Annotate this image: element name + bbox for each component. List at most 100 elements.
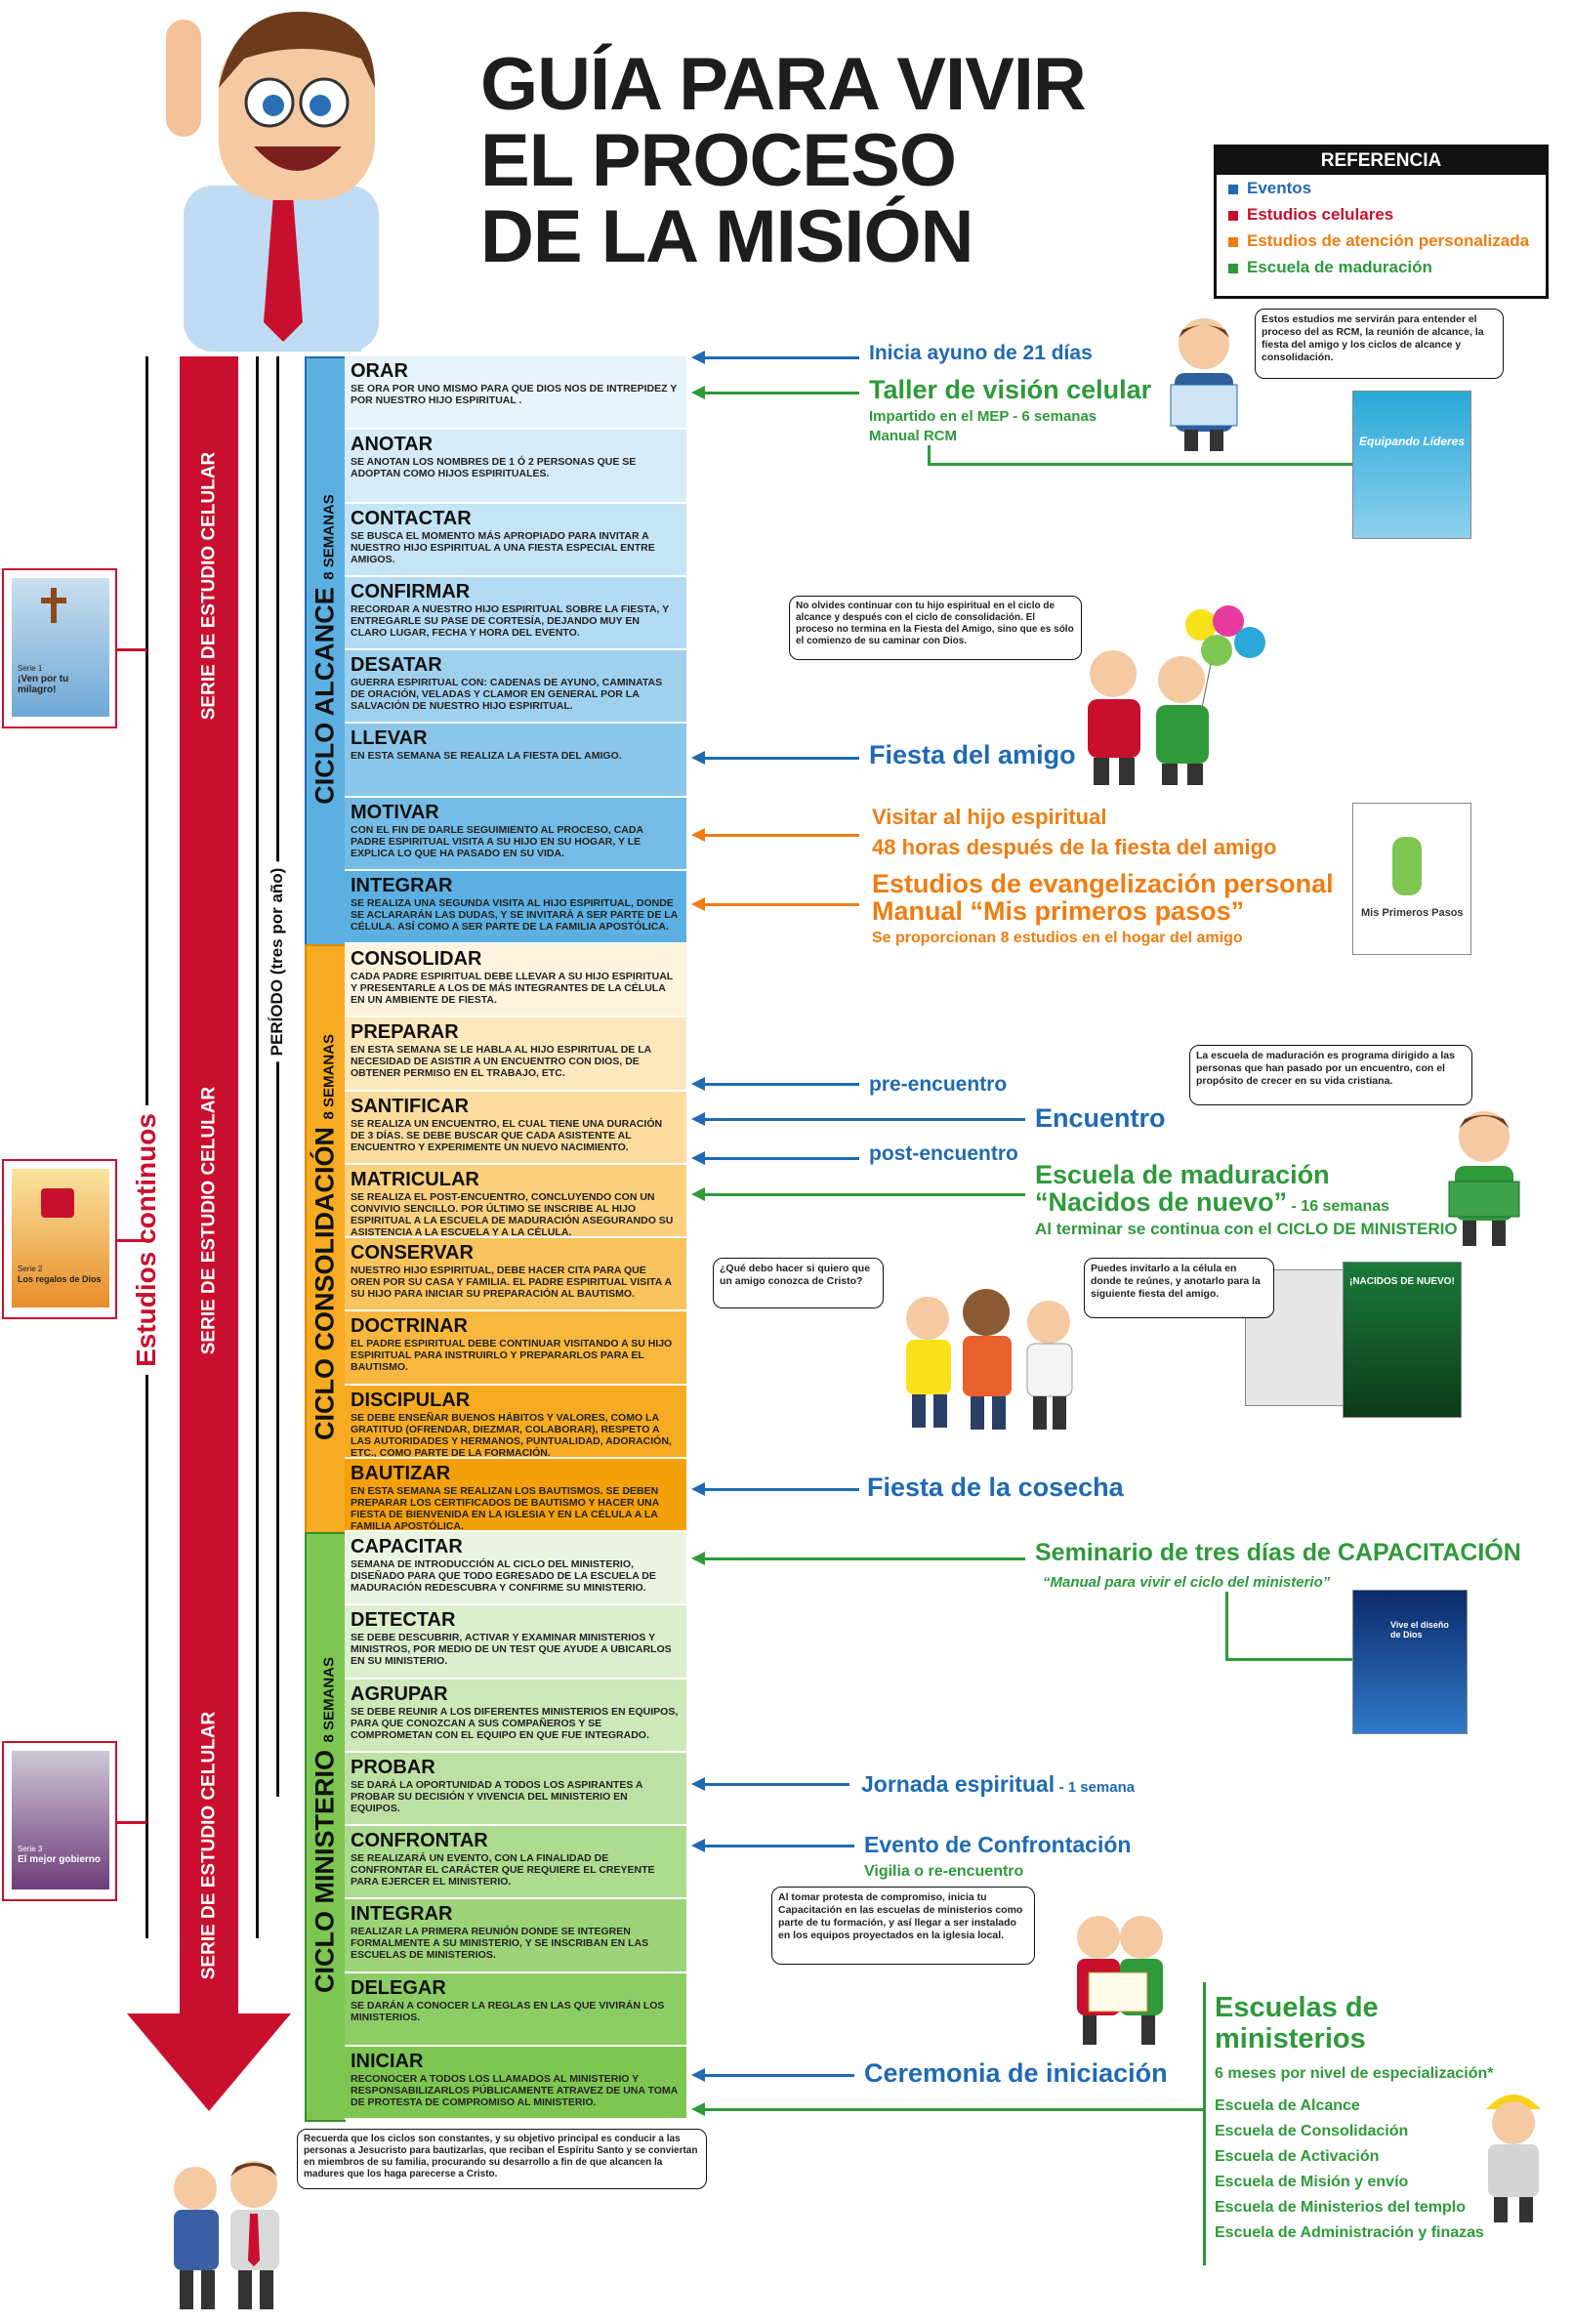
step-name: CONFIRMAR	[351, 580, 471, 602]
bubble-protesta: Al tomar protesta de compromiso, inicia …	[771, 1887, 1035, 1965]
step-name: MATRICULAR	[351, 1168, 479, 1190]
event-seminario-sub: “Manual para vivir el ciclo del minister…	[1043, 1574, 1331, 1591]
escuela-item: Escuela de Activación	[1215, 2148, 1380, 2165]
step-agrupar: AGRUPAR SE DEBE REUNIR A LOS DIFERENTES …	[345, 1679, 686, 1753]
step-desc: EN ESTA SEMANA SE LE HABLA AL HIJO ESPIR…	[351, 1044, 651, 1080]
bubble-continuar: No olvides continuar con tu hijo espirit…	[789, 596, 1082, 660]
step-conservar: CONSERVAR NUESTRO HIJO ESPIRITUAL, DEBE …	[345, 1238, 686, 1312]
step-desc: EN ESTA SEMANA SE REALIZA LA FIESTA DEL …	[351, 750, 622, 763]
jornada-title: Jornada espiritual	[861, 1771, 1056, 1797]
characters-friends-icon	[889, 1279, 1094, 1435]
step-name: DETECTAR	[351, 1609, 456, 1632]
event-confrontacion-sub: Vigilia o re-encuentro	[864, 1863, 1024, 1880]
step-desc: RECONOCER A TODOS LOS LLAMADOS AL MINIST…	[351, 2072, 678, 2108]
character-worker-icon	[1465, 2080, 1562, 2226]
serie-line-2: RED DE CÉLULAS DE MULTIPLICACIÓN	[217, 1042, 238, 1399]
step-desc: SE DEBE REUNIR A LOS DIFERENTES MINISTER…	[351, 1705, 679, 1741]
event-taller: Taller de visión celular	[869, 375, 1152, 404]
arrow-line	[701, 2073, 854, 2077]
bubble-escuela: La escuela de maduración es programa dir…	[1189, 1045, 1472, 1105]
step-desc: REALIZAR LA PRIMERA REUNIÓN DONDE SE INT…	[351, 1926, 649, 1962]
arrow-tip	[691, 2102, 705, 2116]
reference-heading: REFERENCIA	[1217, 147, 1546, 175]
red-label-2: RED DE CÉLULAS DE MULTIPLICACIÓN	[217, 1043, 239, 1399]
event-jornada: Jornada espiritual - 1 semana	[861, 1771, 1135, 1798]
periodo-bracket	[276, 356, 279, 1797]
seminario-connector	[1225, 1658, 1352, 1661]
arrow-line	[701, 2107, 1203, 2111]
arrow-line	[701, 1117, 1025, 1121]
bubble-invitar: Puedes invitarlo a la célula en donde te…	[1084, 1258, 1274, 1318]
arrow-tip	[691, 828, 705, 842]
arrow-line	[701, 1782, 849, 1786]
step-desc: SE ANOTAN LOS NOMBRES DE 1 Ó 2 PERSONAS …	[351, 456, 637, 480]
event-escuela-1: Escuela de maduración	[1035, 1160, 1330, 1189]
arrow-line	[701, 355, 859, 359]
periodo-label: PERÍODO (tres por año)	[268, 861, 287, 1062]
step-detectar: DETECTAR SE DEBE DESCUBRIR, ACTIVAR Y EX…	[345, 1605, 686, 1680]
serie-line-2: RED DE CÉLULAS DE MULTIPLICACIÓN	[217, 407, 238, 765]
step-name: AGRUPAR	[351, 1682, 448, 1705]
step-orar: ORAR SE ORA POR UNO MISMO PARA QUE DIOS …	[345, 356, 686, 431]
thumbnail-title: Los regalos de Dios	[18, 1274, 102, 1284]
step-desc: EN ESTA SEMANA SE REALIZAN LOS BAUTISMOS…	[351, 1484, 659, 1532]
step-name: DOCTRINAR	[351, 1315, 468, 1338]
cycle-weeks: 8 SEMANAS	[320, 494, 338, 580]
step-desc: SEMANA DE INTRODUCCIÓN AL CICLO DEL MINI…	[351, 1558, 656, 1594]
step-desc: SE ORA POR UNO MISMO PARA QUE DIOS NOS D…	[351, 383, 678, 406]
step-name: PREPARAR	[351, 1021, 459, 1044]
arrow-tip	[691, 1777, 705, 1791]
event-seminario: Seminario de tres días de CAPACITACIÓN	[1035, 1539, 1521, 1566]
seminario-connector	[1225, 1592, 1228, 1660]
event-evangelizacion-sub: Se proporcionan 8 estudios en el hogar d…	[872, 930, 1243, 946]
cycle-consolidacion-label: CICLO CONSOLIDACIÓN 8 SEMANAS	[310, 1034, 341, 1440]
event-visitar-2: 48 horas después de la fiesta del amigo	[872, 835, 1277, 859]
event-post-encuentro: post-encuentro	[869, 1142, 1018, 1165]
cycle-weeks: 8 SEMANAS	[320, 1656, 338, 1743]
escuelas-divider	[1203, 1982, 1206, 2265]
legend-item-escuela-maduracion: Escuela de maduración	[1217, 254, 1546, 280]
character-studying-icon	[1426, 1103, 1543, 1250]
cycle-ministerio-label: CICLO MINISTERIO 8 SEMANAS	[310, 1657, 341, 1993]
step-desc: SE BUSCA EL MOMENTO MÁS APROPIADO PARA I…	[351, 529, 655, 565]
step-desc: CADA PADRE ESPIRITUAL DEBE LLEVAR A SU H…	[351, 971, 674, 1006]
step-name: DESATAR	[351, 654, 442, 676]
escuelas-title-2: ministerios	[1215, 2023, 1366, 2054]
legend-label: Estudios celulares	[1247, 205, 1394, 224]
arrow-line	[701, 902, 859, 906]
step-name: SANTIFICAR	[351, 1095, 470, 1117]
step-name: LLEVAR	[351, 727, 428, 750]
arrow-line	[701, 756, 859, 760]
characters-balloons-icon	[1055, 596, 1279, 791]
serie-line-2: RED DE CÉLULAS DE MULTIPLICACIÓN	[217, 1667, 238, 2024]
step-name: BAUTIZAR	[351, 1462, 451, 1484]
event-escuela-2: “Nacidos de nuevo” - 16 semanas	[1035, 1187, 1389, 1218]
escuela-weeks: - 16 semanas	[1291, 1198, 1390, 1215]
continuous-studies-arrow	[180, 356, 238, 2016]
step-preparar: PREPARAR EN ESTA SEMANA SE LE HABLA AL H…	[345, 1017, 686, 1092]
step-desc: SE DARÁ LA OPORTUNIDAD A TODOS LOS ASPIR…	[351, 1778, 643, 1814]
characters-certificate-icon	[1059, 1904, 1177, 2051]
step-santificar: SANTIFICAR SE REALIZA UN ENCUENTRO, EL C…	[345, 1091, 686, 1165]
cycle-name: CICLO MINISTERIO	[310, 1750, 340, 1994]
step-name: DELEGAR	[351, 1976, 446, 1999]
event-pre-encuentro: pre-encuentro	[869, 1073, 1008, 1096]
step-integrar: INTEGRAR SE REALIZA UNA SEGUNDA VISITA A…	[345, 870, 686, 944]
book-title: ¡NACIDOS DE NUEVO!	[1349, 1276, 1455, 1287]
event-ayuno: Inicia ayuno de 21 días	[869, 342, 1093, 364]
step-name: MOTIVAR	[351, 801, 439, 823]
step-confirmar: CONFIRMAR RECORDAR A NUESTRO HIJO ESPIRI…	[345, 576, 686, 650]
step-llevar: LLEVAR EN ESTA SEMANA SE REALIZA LA FIES…	[345, 724, 686, 798]
legend-swatch	[1228, 263, 1238, 273]
book-rcm: Equipando Líderes	[1352, 391, 1471, 539]
arrow-line	[701, 1487, 859, 1491]
arrow-line	[701, 1082, 859, 1086]
escuelas-list: Escuela de Alcance Escuela de Consolidac…	[1215, 2094, 1547, 2246]
step-desc: NUESTRO HIJO ESPIRITUAL, DEBE HACER CITA…	[351, 1265, 672, 1300]
escuelas-block: Escuelas de ministerios 6 meses por nive…	[1215, 1992, 1547, 2246]
page-title: GUÍA PARA VIVIR EL PROCESO DE LA MISIÓN	[480, 47, 1164, 275]
arrow-line	[701, 1556, 1025, 1560]
title-line-3: DE LA MISIÓN	[480, 195, 974, 278]
character-reading-icon	[1157, 312, 1250, 454]
step-name: CONFRONTAR	[351, 1830, 488, 1851]
